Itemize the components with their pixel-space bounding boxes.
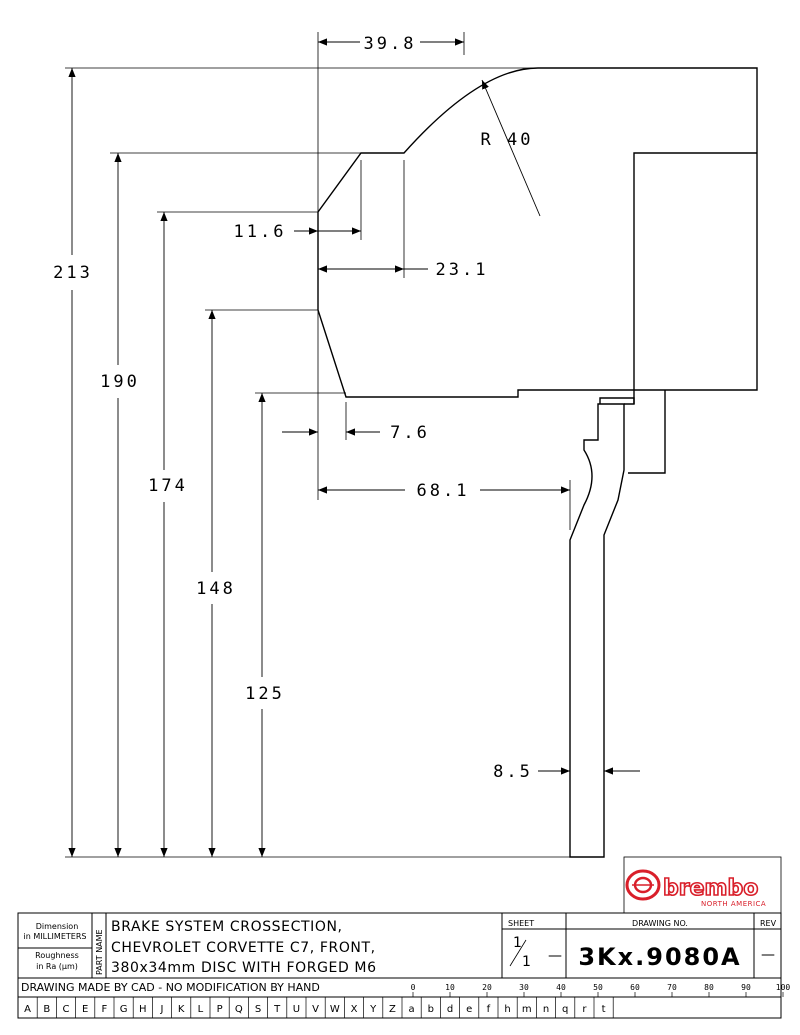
letter-cell: C <box>63 1004 70 1015</box>
drawing-number: 3Kx.9080A <box>578 943 741 971</box>
extension-lines <box>65 32 605 858</box>
title-block <box>17 912 782 1019</box>
brembo-subline: NORTH AMERICA <box>701 900 766 908</box>
title-line-3: 380x34mm DISC WITH FORGED M6 <box>111 960 377 976</box>
title-line-1: BRAKE SYSTEM CROSSECTION, <box>111 919 343 935</box>
letter-cell: W <box>330 1004 340 1015</box>
letter-cell: h <box>504 1004 510 1015</box>
letter-cell: U <box>293 1004 300 1015</box>
scale-tick-label: 60 <box>630 983 640 992</box>
title-line-2: CHEVROLET CORVETTE C7, FRONT, <box>111 940 376 956</box>
brake-disc-outline <box>569 390 666 858</box>
letter-cell: J <box>160 1004 164 1015</box>
units-label-1: Dimension <box>36 922 79 931</box>
letter-cell: a <box>409 1004 415 1015</box>
letter-cell: r <box>582 1004 587 1015</box>
letter-cell: d <box>447 1004 453 1015</box>
scale-tick-label: 80 <box>704 983 714 992</box>
scale-tick-label: 90 <box>741 983 751 992</box>
brembo-wordmark: brembo <box>663 876 758 901</box>
scale-tick-label: 20 <box>482 983 492 992</box>
dim-39-8: 39.8 <box>364 34 417 54</box>
dimension-lines <box>68 38 640 857</box>
brembo-logo: brembo NORTH AMERICA <box>623 856 782 914</box>
letter-cell: A <box>24 1004 31 1015</box>
dim-11-6: 11.6 <box>234 222 287 242</box>
sheet-dash: — <box>548 948 563 964</box>
letter-cell: T <box>273 1004 281 1015</box>
letter-cell: G <box>120 1004 128 1015</box>
roughness-label-2: in Ra (µm) <box>36 962 78 971</box>
letter-cell: F <box>102 1004 108 1015</box>
letter-cell: P <box>217 1004 223 1015</box>
letter-cell: S <box>255 1004 261 1015</box>
letter-cell: B <box>43 1004 50 1015</box>
scale-tick-label: 100 <box>776 983 791 992</box>
dimension-labels: 39.8 R 40 11.6 23.1 213 190 174 148 125 … <box>53 34 534 782</box>
letter-cell: m <box>522 1004 532 1015</box>
dim-174: 174 <box>148 476 188 496</box>
letter-cell: q <box>562 1004 568 1015</box>
part-name-label: PART NAME <box>95 929 104 975</box>
dim-8-5: 8.5 <box>493 762 533 782</box>
sheet-number: 1 <box>513 935 523 951</box>
letter-cell: E <box>82 1004 88 1015</box>
roughness-label-1: Roughness <box>35 951 79 960</box>
rev-value: — <box>761 947 776 963</box>
caliper-body-outline <box>317 67 758 398</box>
dim-7-6: 7.6 <box>390 423 430 443</box>
letter-cell: V <box>312 1004 319 1015</box>
sheet-total: 1 <box>522 954 532 970</box>
letter-cell: X <box>351 1004 358 1015</box>
letter-cell: n <box>543 1004 549 1015</box>
scale-tick-label: 0 <box>411 983 416 992</box>
letter-cell: t <box>602 1004 606 1015</box>
letter-cell: L <box>198 1004 204 1015</box>
scale-tick-label: 40 <box>556 983 566 992</box>
scale-tick-label: 50 <box>593 983 603 992</box>
letter-cell: f <box>487 1004 491 1015</box>
scale-tick-label: 30 <box>519 983 529 992</box>
brembo-emblem-icon <box>625 869 661 901</box>
scale-tick-label: 70 <box>667 983 677 992</box>
letter-cell: K <box>178 1004 185 1015</box>
dim-190: 190 <box>100 372 140 392</box>
rev-label: REV <box>760 919 777 928</box>
dim-r40: R 40 <box>481 130 534 150</box>
dim-213: 213 <box>53 263 93 283</box>
dim-23-1: 23.1 <box>436 260 489 280</box>
letter-cell: Z <box>389 1004 396 1015</box>
scale-tick-label: 10 <box>445 983 455 992</box>
dim-148: 148 <box>196 579 236 599</box>
dim-125: 125 <box>245 684 285 704</box>
letter-cell: H <box>139 1004 147 1015</box>
units-label-2: in MILLIMETERS <box>24 932 87 941</box>
letter-cell: b <box>428 1004 434 1015</box>
sheet-label: SHEET <box>508 919 534 928</box>
scale-bar: 0 10 20 30 40 50 60 70 80 90 100 <box>411 983 791 997</box>
dim-68-1: 68.1 <box>417 481 470 501</box>
drawing-no-label: DRAWING NO. <box>632 919 688 928</box>
letter-cell: Y <box>369 1004 377 1015</box>
leader-r40 <box>481 79 541 217</box>
letter-cell: e <box>466 1004 472 1015</box>
letter-cell: Q <box>235 1004 243 1015</box>
cad-note: DRAWING MADE BY CAD - NO MODIFICATION BY… <box>21 981 320 994</box>
title-block-text: Dimension in MILLIMETERS Roughness in Ra… <box>21 919 777 994</box>
